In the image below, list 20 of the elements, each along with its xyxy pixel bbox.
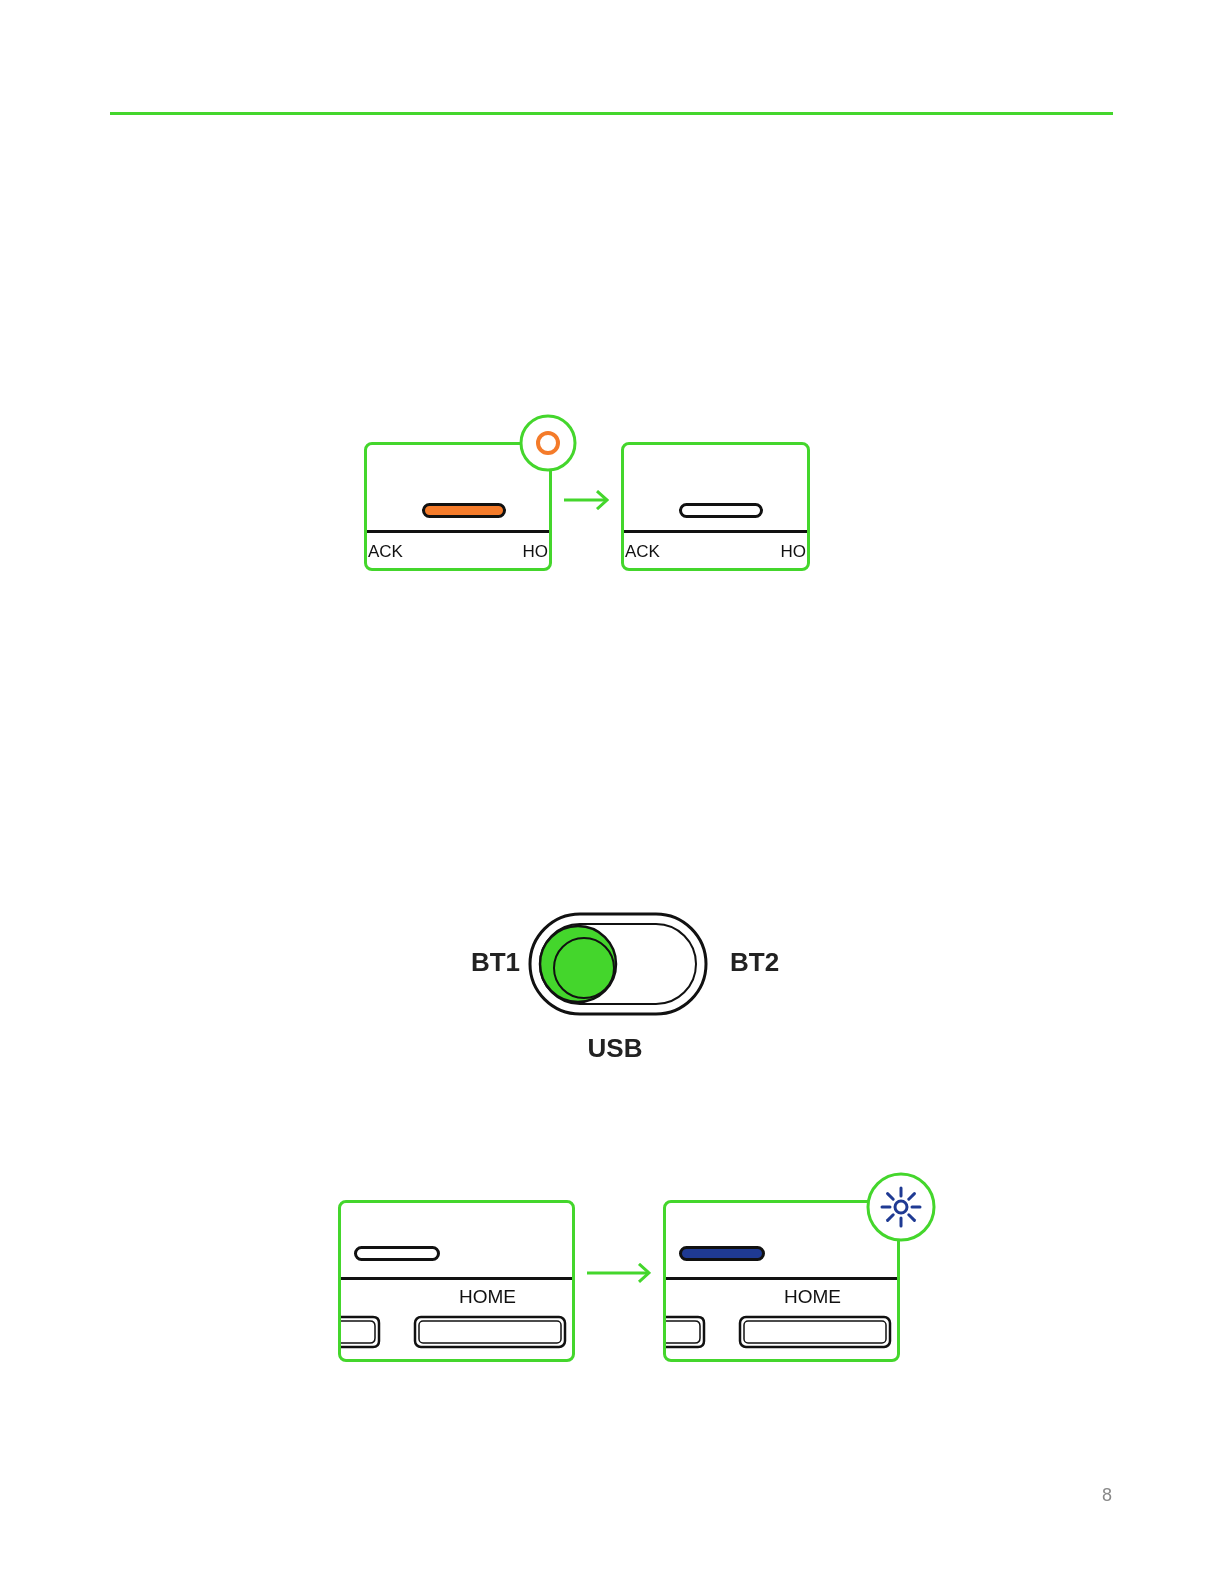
arrow (587, 1262, 651, 1284)
arrow (564, 489, 609, 511)
led-indicator (679, 1246, 765, 1261)
device-panel (338, 1200, 575, 1362)
position-label: BT2 (730, 946, 781, 979)
device-panel (663, 1200, 900, 1362)
position-label: BT1 (469, 946, 520, 979)
device-panel (621, 442, 810, 571)
button-label: HOME (784, 1285, 841, 1309)
button-label: HOME (459, 1285, 516, 1309)
device-panel (364, 442, 552, 571)
button-label: ACK (625, 541, 660, 563)
led-indicator (679, 503, 763, 518)
button-label: ACK (368, 541, 403, 563)
position-label: USB (586, 1032, 644, 1065)
button-label: HO (780, 541, 806, 563)
led-indicator (354, 1246, 440, 1261)
button-label: HO (522, 541, 548, 563)
page-number: 8 (1101, 1484, 1112, 1507)
led-indicator (422, 503, 506, 518)
